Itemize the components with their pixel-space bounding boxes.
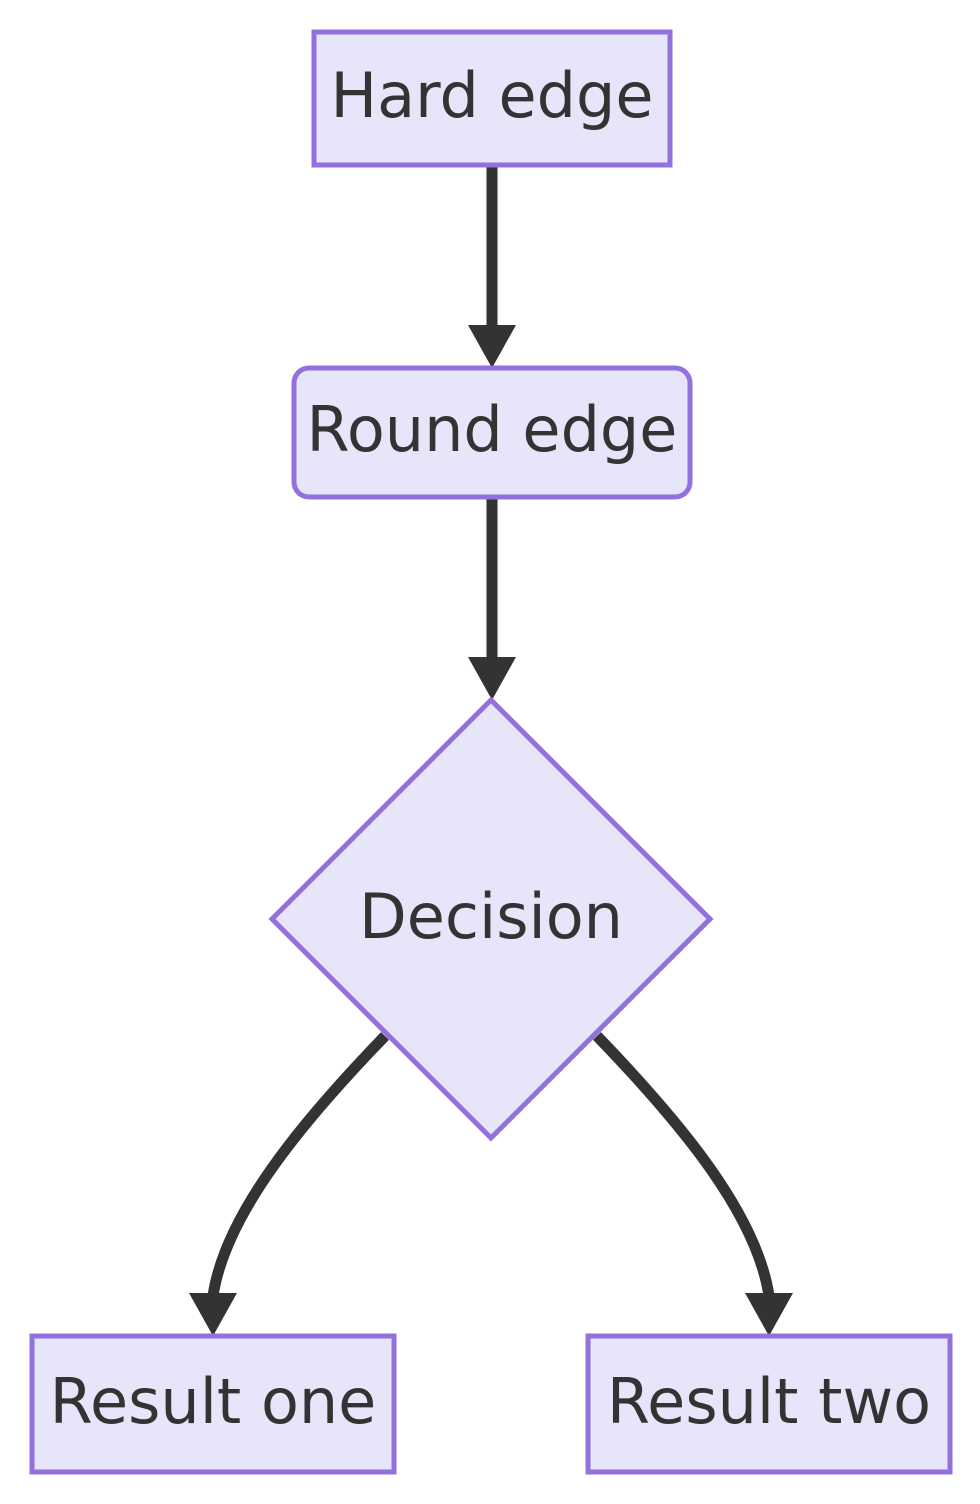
result-one-label: Result one	[50, 1365, 377, 1438]
edges-layer	[189, 165, 793, 1336]
node-result-one[interactable]: Result one	[29, 1333, 397, 1475]
edge-decision-to-result-two-arrowhead-icon	[745, 1293, 793, 1336]
edge-decision-to-result-one-arrowhead-icon	[189, 1293, 237, 1336]
edge-decision-to-result-one-line	[207, 1032, 389, 1297]
node-round-edge[interactable]: Round edge	[291, 365, 693, 500]
node-decision[interactable]: Decision	[268, 696, 714, 1142]
edge-decision-to-result-two-line	[593, 1032, 775, 1297]
edge-hard-to-round-arrowhead-icon	[468, 325, 516, 368]
hard-edge-label: Hard edge	[330, 59, 653, 132]
node-hard-edge[interactable]: Hard edge	[311, 29, 673, 168]
edge-decision-to-result-two	[593, 1032, 793, 1336]
edge-round-to-decision	[468, 497, 516, 700]
node-result-two[interactable]: Result two	[585, 1333, 953, 1475]
decision-diamond[interactable]	[268, 696, 714, 1142]
round-edge-label: Round edge	[307, 393, 678, 466]
result-one-rectangle[interactable]	[29, 1333, 397, 1475]
decision-label: Decision	[359, 880, 623, 953]
edge-decision-to-result-one	[189, 1032, 389, 1336]
nodes-layer: Hard edge Round edge Decision Result one…	[29, 29, 953, 1475]
round-edge-rectangle[interactable]	[291, 365, 693, 500]
result-two-rectangle[interactable]	[585, 1333, 953, 1475]
edge-hard-to-round	[468, 165, 516, 368]
hard-edge-rectangle[interactable]	[311, 29, 673, 168]
result-two-label: Result two	[607, 1365, 931, 1438]
edge-round-to-decision-arrowhead-icon	[468, 657, 516, 700]
